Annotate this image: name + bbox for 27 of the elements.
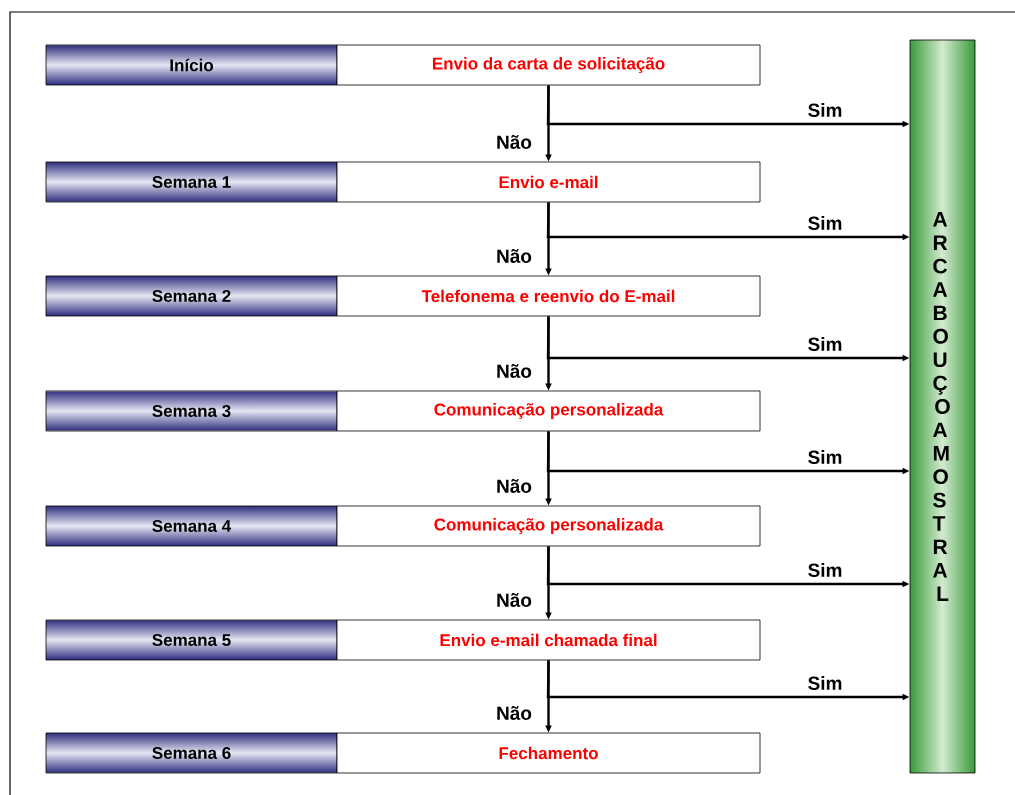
edge-label: Não (495, 592, 533, 608)
edge-label: Não (495, 134, 533, 150)
edge-label: Sim (806, 102, 844, 118)
edge-label: Não (495, 478, 533, 494)
week-box: Semana 4 (45, 505, 338, 547)
edge-label: Sim (806, 215, 844, 231)
edge-label: Sim (806, 675, 844, 691)
action-box: Comunicação personalizada (336, 505, 761, 547)
vertical-bar: ARCABOUÇO AMOSTRAL (909, 39, 976, 774)
week-box: Semana 1 (45, 161, 338, 203)
edge-label: Não (495, 705, 533, 721)
week-box: Semana 2 (45, 275, 338, 317)
week-box: Semana 3 (45, 390, 338, 432)
action-box: Fechamento (336, 732, 761, 774)
action-box: Envio da carta de solicitação (336, 44, 761, 86)
edge-label: Sim (806, 449, 844, 465)
week-box: Semana 6 (45, 732, 338, 774)
action-box: Comunicação personalizada (336, 390, 761, 432)
action-box: Telefonema e reenvio do E-mail (336, 275, 761, 317)
week-box: Início (45, 44, 338, 86)
edge-label: Sim (806, 336, 844, 352)
edge-label: Não (495, 363, 533, 379)
week-box: Semana 5 (45, 619, 338, 661)
action-box: Envio e-mail chamada final (336, 619, 761, 661)
edge-label: Não (495, 248, 533, 264)
action-box: Envio e-mail (336, 161, 761, 203)
edge-label: Sim (806, 562, 844, 578)
